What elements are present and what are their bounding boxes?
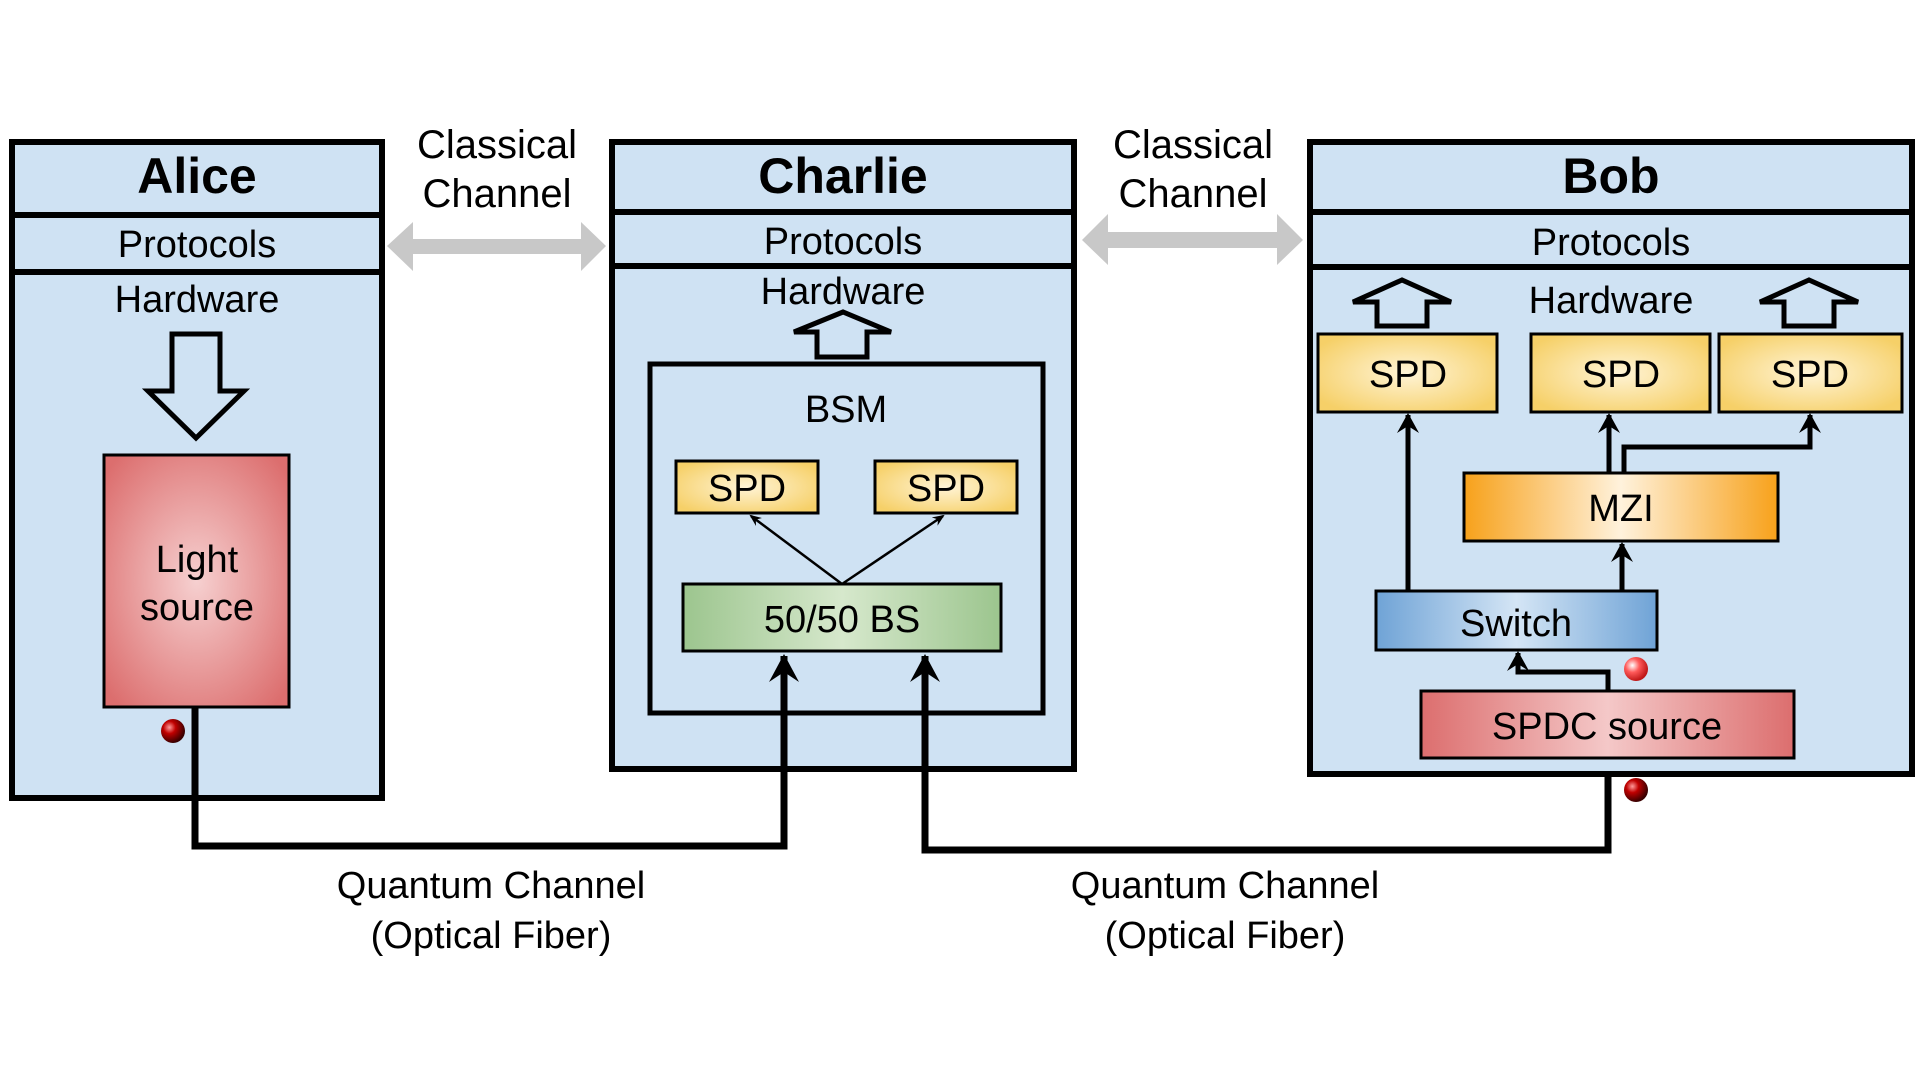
classical-channel-left-label-1: Classical — [417, 123, 577, 167]
quantum-channel-right-label: Quantum Channel (Optical Fiber) — [1071, 865, 1379, 957]
bob-node: Bob Protocols Hardware SPD SPD SPD MZI S… — [1307, 139, 1915, 802]
alice-light-source-label-2: source — [140, 587, 254, 629]
charlie-node: Charlie Protocols Hardware BSM SPD SPD 5… — [609, 139, 1077, 772]
alice-title: Alice — [137, 148, 257, 204]
classical-channel-right: Classical Channel — [1082, 123, 1303, 265]
bsm-box — [647, 361, 1046, 716]
spdc-to-switch-arrow — [1507, 651, 1611, 691]
charlie-spd-right — [873, 459, 1019, 515]
alice-down-arrow-icon — [141, 331, 251, 442]
charlie-spd-left-label: SPD — [708, 468, 786, 510]
classical-bidirectional-arrow-left-icon — [387, 222, 606, 271]
bob-title: Bob — [1562, 148, 1659, 204]
bob-spd-1-label: SPD — [1369, 354, 1447, 396]
mzi-box — [1462, 471, 1780, 543]
switch-box — [1374, 589, 1659, 652]
beam-splitter — [681, 582, 1003, 653]
classical-channel-right-label-1: Classical — [1113, 123, 1273, 167]
bob-spd-1 — [1316, 332, 1499, 414]
quantum-channel-left-label-1: Quantum Channel — [337, 865, 645, 907]
bs-to-spd-right-arrow — [841, 514, 945, 586]
classical-channel-right-label-2: Channel — [1118, 172, 1267, 216]
spdc-source-box — [1419, 689, 1796, 760]
classical-bidirectional-arrow-right-icon — [1082, 214, 1303, 265]
mzi-label: MZI — [1588, 488, 1653, 530]
quantum-channel-right-label-2: (Optical Fiber) — [1105, 915, 1346, 957]
beam-splitter-label: 50/50 BS — [764, 599, 920, 641]
bob-spd-3-label: SPD — [1771, 354, 1849, 396]
bob-protocols-label: Protocols — [1532, 222, 1690, 264]
classical-channel-left: Classical Channel — [387, 123, 606, 271]
bob-spd-2-label: SPD — [1582, 354, 1660, 396]
charlie-title: Charlie — [758, 148, 928, 204]
charlie-spd-left — [674, 459, 820, 515]
bob-spd-2 — [1529, 332, 1712, 414]
bob-hardware-label: Hardware — [1529, 280, 1694, 322]
alice-protocols-label: Protocols — [118, 224, 276, 266]
bob-up-arrow-left-icon — [1351, 277, 1453, 329]
bs-to-spd-left-arrow — [749, 514, 843, 586]
spdc-source-label: SPDC source — [1492, 706, 1722, 748]
bob-photon-inner-icon — [1624, 657, 1648, 681]
charlie-up-arrow-icon — [793, 309, 892, 360]
charlie-protocols-label: Protocols — [764, 221, 922, 263]
quantum-channel-left-label-2: (Optical Fiber) — [371, 915, 612, 957]
classical-channel-left-label-2: Channel — [422, 172, 571, 216]
switch-label: Switch — [1460, 603, 1572, 645]
charlie-spd-right-label: SPD — [907, 468, 985, 510]
alice-light-source — [102, 453, 291, 709]
bob-up-arrow-right-icon — [1758, 277, 1860, 329]
alice-photon-icon — [161, 719, 185, 743]
alice-light-source-label-1: Light — [156, 539, 239, 581]
bob-photon-outer-icon — [1624, 778, 1648, 802]
quantum-channel-right-label-1: Quantum Channel — [1071, 865, 1379, 907]
alice-hardware-label: Hardware — [115, 279, 280, 321]
charlie-hardware-label: Hardware — [761, 271, 926, 313]
alice-node: Alice Protocols Hardware Light source — [9, 139, 385, 801]
mzi-to-spd3-arrow — [1621, 413, 1821, 473]
bsm-label: BSM — [805, 389, 887, 431]
quantum-channel-left-label: Quantum Channel (Optical Fiber) — [337, 865, 645, 957]
bob-spd-3 — [1717, 332, 1904, 414]
